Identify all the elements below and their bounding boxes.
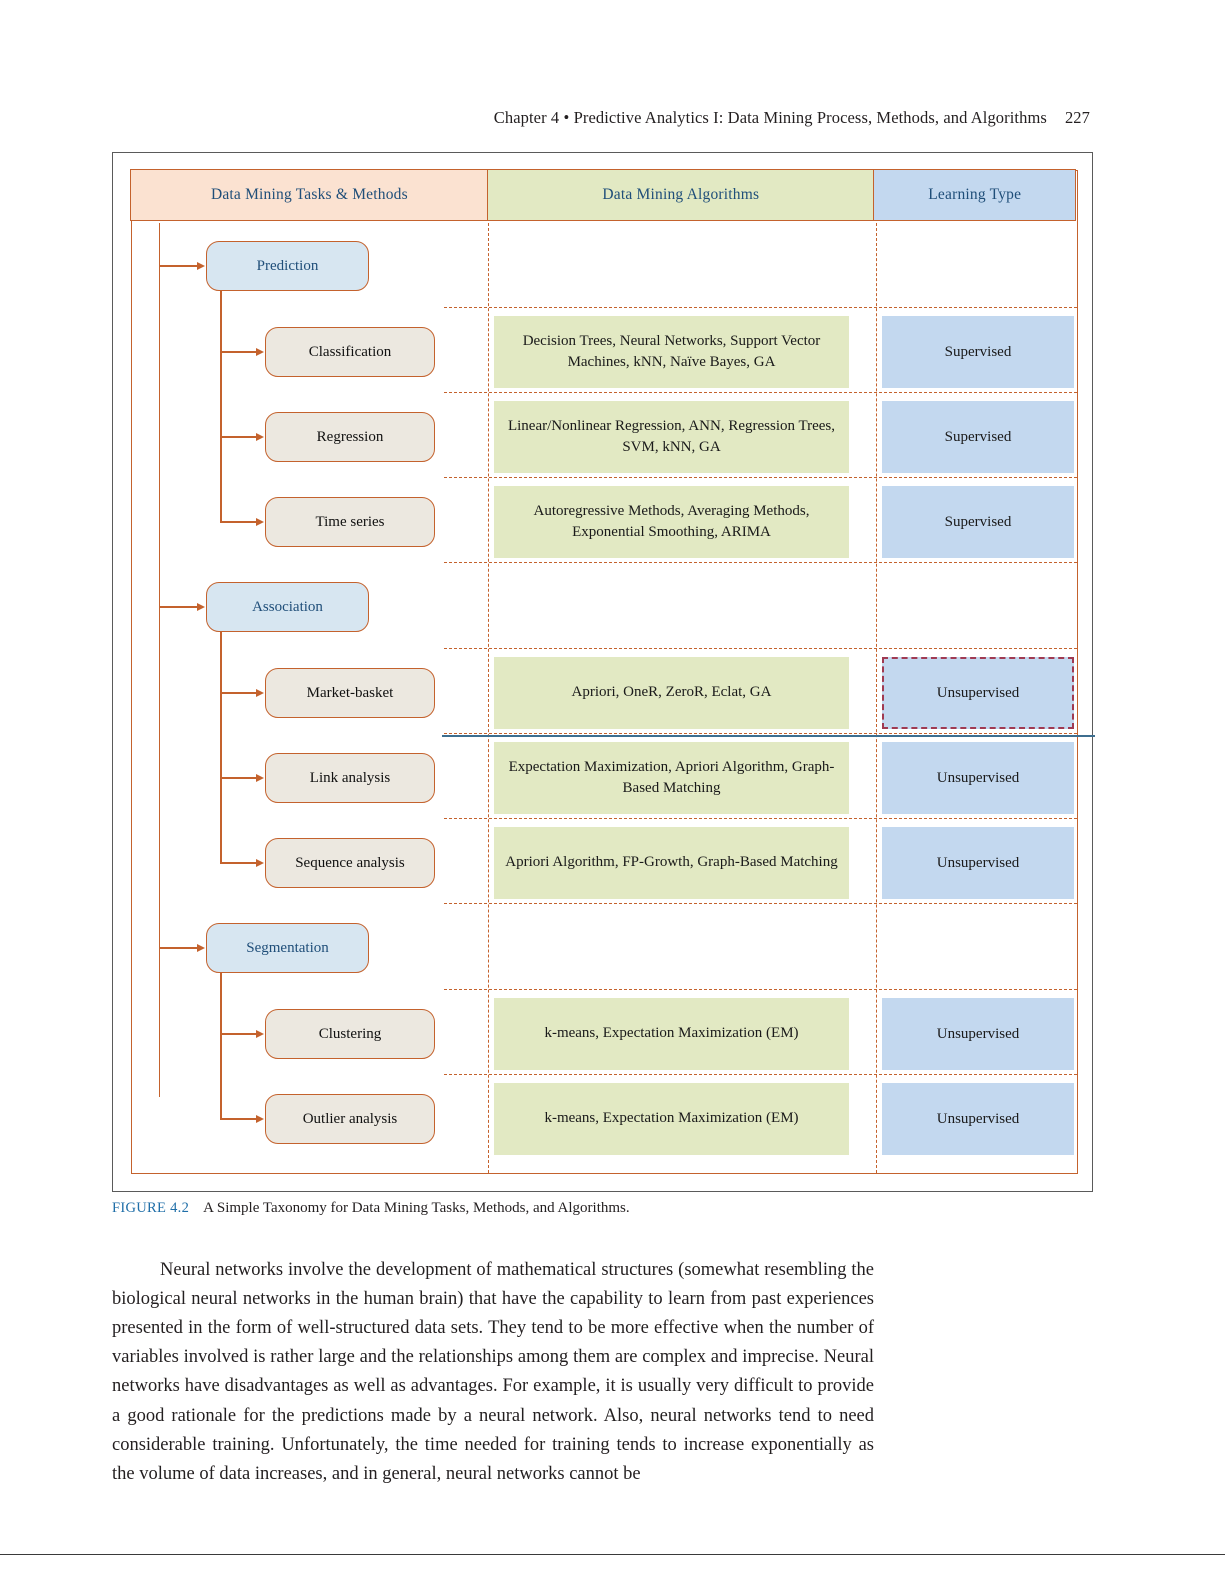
connector-line <box>159 265 198 267</box>
connector-line <box>159 606 198 608</box>
connector-line <box>220 973 222 1119</box>
figure-caption-text: A Simple Taxonomy for Data Mining Tasks,… <box>203 1200 630 1216</box>
row-separator <box>444 562 1077 563</box>
method-box-time-series[interactable]: Time series <box>265 497 435 547</box>
running-head: Chapter 4 • Predictive Analytics I: Data… <box>0 108 1225 128</box>
algorithms-cell: Apriori Algorithm, FP-Growth, Graph-Base… <box>494 827 849 899</box>
taxonomy-diagram: Data Mining Tasks & Methods Data Mining … <box>130 169 1095 1174</box>
figure-caption: FIGURE 4.2 A Simple Taxonomy for Data Min… <box>112 1200 1092 1217</box>
algorithms-cell: Autoregressive Methods, Averaging Method… <box>494 486 849 558</box>
algorithms-cell: Decision Trees, Neural Networks, Support… <box>494 316 849 388</box>
connector-line <box>220 862 257 864</box>
row-separator <box>444 392 1077 393</box>
taxonomy-root-spine <box>159 223 160 1097</box>
row-separator <box>444 818 1077 819</box>
page-number: 227 <box>1064 108 1090 127</box>
connector-line <box>220 777 257 779</box>
connector-line <box>159 947 198 949</box>
method-box-regression[interactable]: Regression <box>265 412 435 462</box>
learning-type-cell: Unsupervised <box>882 1083 1074 1155</box>
arrow-head-icon <box>256 347 264 356</box>
figure-frame: Data Mining Tasks & Methods Data Mining … <box>112 152 1095 1192</box>
method-box-clustering[interactable]: Clustering <box>265 1009 435 1059</box>
row-separator <box>444 307 1077 308</box>
arrow-head-icon <box>256 773 264 782</box>
diagram-header-row: Data Mining Tasks & Methods Data Mining … <box>130 169 1077 222</box>
learning-type-cell: Unsupervised <box>882 657 1074 729</box>
learning-type-cell: Supervised <box>882 486 1074 558</box>
body-paragraph: Neural networks involve the development … <box>112 1259 874 1484</box>
method-box-outlier-analysis[interactable]: Outlier analysis <box>265 1094 435 1144</box>
method-box-classification[interactable]: Classification <box>265 327 435 377</box>
arrow-head-icon <box>197 261 205 270</box>
method-box-link-analysis[interactable]: Link analysis <box>265 753 435 803</box>
page-footer-rule <box>0 1554 1225 1555</box>
row-separator <box>444 648 1077 649</box>
connector-line <box>220 692 257 694</box>
arrow-head-icon <box>197 602 205 611</box>
connector-line <box>220 351 257 353</box>
algorithms-cell: k-means, Expectation Maximization (EM) <box>494 998 849 1070</box>
algorithms-cell: k-means, Expectation Maximization (EM) <box>494 1083 849 1155</box>
connector-line <box>220 632 222 863</box>
task-box-segmentation[interactable]: Segmentation <box>206 923 369 973</box>
arrow-head-icon <box>256 688 264 697</box>
algorithms-cell: Linear/Nonlinear Regression, ANN, Regres… <box>494 401 849 473</box>
arrow-head-icon <box>256 1029 264 1038</box>
header-cell-learning-type: Learning Type <box>873 169 1077 222</box>
arrow-head-icon <box>197 943 205 952</box>
connector-line <box>220 1118 257 1120</box>
annotation-underline <box>442 735 1095 737</box>
arrow-head-icon <box>256 1114 264 1123</box>
task-box-association[interactable]: Association <box>206 582 369 632</box>
arrow-head-icon <box>256 432 264 441</box>
connector-line <box>220 1033 257 1035</box>
running-head-text: Chapter 4 • Predictive Analytics I: Data… <box>493 108 1047 127</box>
algorithms-cell: Apriori, OneR, ZeroR, Eclat, GA <box>494 657 849 729</box>
algorithms-cell: Expectation Maximization, Apriori Algori… <box>494 742 849 814</box>
header-cell-algorithms: Data Mining Algorithms <box>486 169 875 222</box>
connector-line <box>220 436 257 438</box>
connector-line <box>220 291 222 522</box>
column-divider-algorithms-learning <box>876 223 877 1173</box>
row-separator <box>444 989 1077 990</box>
method-box-sequence-analysis[interactable]: Sequence analysis <box>265 838 435 888</box>
task-box-prediction[interactable]: Prediction <box>206 241 369 291</box>
figure-caption-label: FIGURE 4.2 <box>112 1200 190 1216</box>
arrow-head-icon <box>256 517 264 526</box>
learning-type-cell: Supervised <box>882 316 1074 388</box>
row-separator <box>444 733 1077 734</box>
learning-type-cell: Unsupervised <box>882 827 1074 899</box>
connector-line <box>220 521 257 523</box>
header-cell-tasks: Data Mining Tasks & Methods <box>130 169 489 222</box>
learning-type-cell: Unsupervised <box>882 998 1074 1070</box>
row-separator <box>444 903 1077 904</box>
column-divider-tasks-algorithms <box>488 223 489 1173</box>
method-box-market-basket[interactable]: Market-basket <box>265 668 435 718</box>
row-separator <box>444 477 1077 478</box>
learning-type-cell: Unsupervised <box>882 742 1074 814</box>
learning-type-cell: Supervised <box>882 401 1074 473</box>
row-separator <box>444 1074 1077 1075</box>
arrow-head-icon <box>256 858 264 867</box>
